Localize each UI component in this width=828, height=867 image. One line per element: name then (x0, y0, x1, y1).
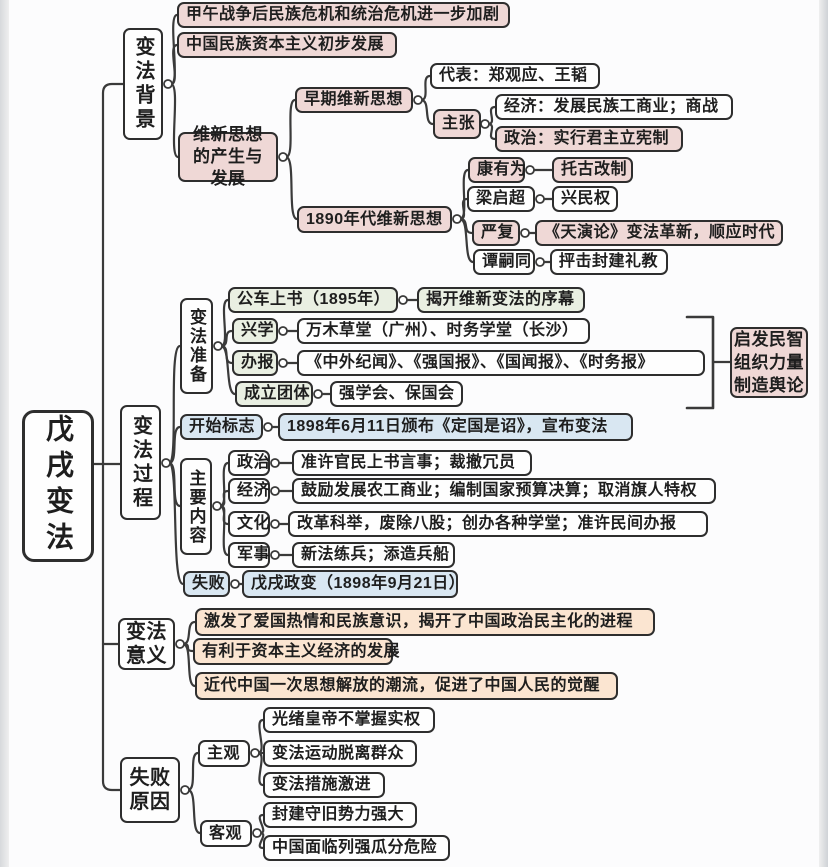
node-content-politics: 政治 (228, 450, 270, 476)
node-preparation: 变法准备 (180, 298, 213, 394)
node-claims: 主张 (433, 109, 481, 139)
node-schools: 兴学 (232, 318, 278, 344)
effect-line: 启发民智 (734, 330, 804, 349)
node-newspapers: 办报 (232, 350, 278, 376)
node-yan-idea: 《天演论》变法革新，顺应时代 (535, 220, 783, 246)
node-liang-idea: 兴民权 (552, 186, 618, 212)
branch-failure-reasons: 失败原因 (120, 757, 180, 823)
node-content-politics-note: 准许官民上书言事；裁撤冗员 (292, 450, 532, 476)
node-capitalism-growth: 中国民族资本主义初步发展 (177, 32, 397, 58)
branch-significance: 变法意义 (118, 618, 175, 670)
node-yan-fu: 严复 (472, 220, 520, 246)
node-content-culture-note: 改革科举，废除八股；创办各种学堂；准许民间办报 (288, 511, 708, 537)
node-early-reform-thought: 早期维新思想 (295, 87, 413, 113)
node-content-military-note: 新法练兵；添造兵船 (292, 542, 455, 568)
node-failure: 失败 (183, 571, 230, 597)
root-node: 戊戌变法 (22, 410, 94, 562)
node-content-economy-note: 鼓励发展农工商业；编制国家预算决算；取消旗人特权 (292, 478, 716, 504)
node-subjective-2: 变法运动脱离群众 (263, 740, 417, 767)
effect-line: 组织力量 (734, 353, 804, 372)
node-subjective-3: 变法措施激进 (263, 772, 385, 798)
node-significance-1: 激发了爱国热情和民族意识，揭开了中国政治民主化的进程 (195, 608, 655, 636)
node-petition-1895: 公车上书（1895年） (228, 287, 398, 313)
node-petition-note: 揭开维新变法的序幕 (417, 287, 585, 313)
node-start-sign: 开始标志 (180, 414, 263, 440)
node-claims-politics: 政治：实行君主立宪制 (495, 126, 683, 152)
node-subjective-1: 光绪皇帝不掌握实权 (263, 707, 435, 733)
node-claims-economy: 经济：发展民族工商业；商战 (495, 94, 733, 120)
node-schools-note: 万木草堂（广州）、时务学堂（长沙） (297, 318, 590, 344)
branch-process: 变法过程 (120, 405, 161, 520)
node-kang-youwei: 康有为 (468, 157, 526, 183)
node-newspapers-note: 《中外纪闻》、《强国报》、《国闻报》、《时务报》 (297, 350, 705, 376)
node-subjective: 主观 (198, 740, 250, 767)
node-significance-3: 近代中国一次思想解放的潮流，促进了中国人民的觉醒 (195, 672, 618, 700)
node-content-military: 军事 (228, 542, 270, 568)
branch-background: 变法背景 (123, 28, 163, 140)
node-objective-2: 中国面临列强瓜分危险 (263, 835, 450, 861)
node-1890s-reform-thought: 1890年代维新思想 (297, 206, 452, 233)
node-objective: 客观 (200, 820, 252, 847)
effect-line: 制造舆论 (734, 376, 804, 395)
left-edge-shadow (0, 0, 9, 867)
node-reform-thought: 维新思想的产生与发展 (178, 125, 278, 188)
node-failure-coup: 戊戌政变（1898年9月21日） (242, 570, 465, 598)
node-significance-2: 有利于资本主义经济的发展 (193, 638, 400, 665)
node-preparation-effect: 启发民智 组织力量 制造舆论 (730, 327, 808, 398)
node-early-representatives: 代表：郑观应、王韬 (430, 63, 600, 89)
node-tan-idea: 抨击封建礼教 (550, 249, 668, 275)
node-start-sign-note: 1898年6月11日颁布《定国是诏》，宣布变法 (278, 413, 633, 441)
node-societies-note: 强学会、保国会 (330, 381, 463, 407)
node-content-culture: 文化 (228, 511, 270, 537)
node-main-content: 主要内容 (180, 458, 212, 555)
node-liang-qichao: 梁启超 (467, 186, 535, 212)
node-kang-idea: 托古改制 (552, 157, 633, 183)
node-content-economy: 经济 (228, 478, 270, 504)
right-edge-shadow (819, 0, 828, 867)
node-societies: 成立团体 (235, 381, 313, 407)
node-tan-sitong: 谭嗣同 (473, 249, 535, 275)
node-objective-1: 封建守旧势力强大 (263, 802, 417, 828)
node-national-crisis: 甲午战争后民族危机和统治危机进一步加剧 (177, 2, 510, 28)
